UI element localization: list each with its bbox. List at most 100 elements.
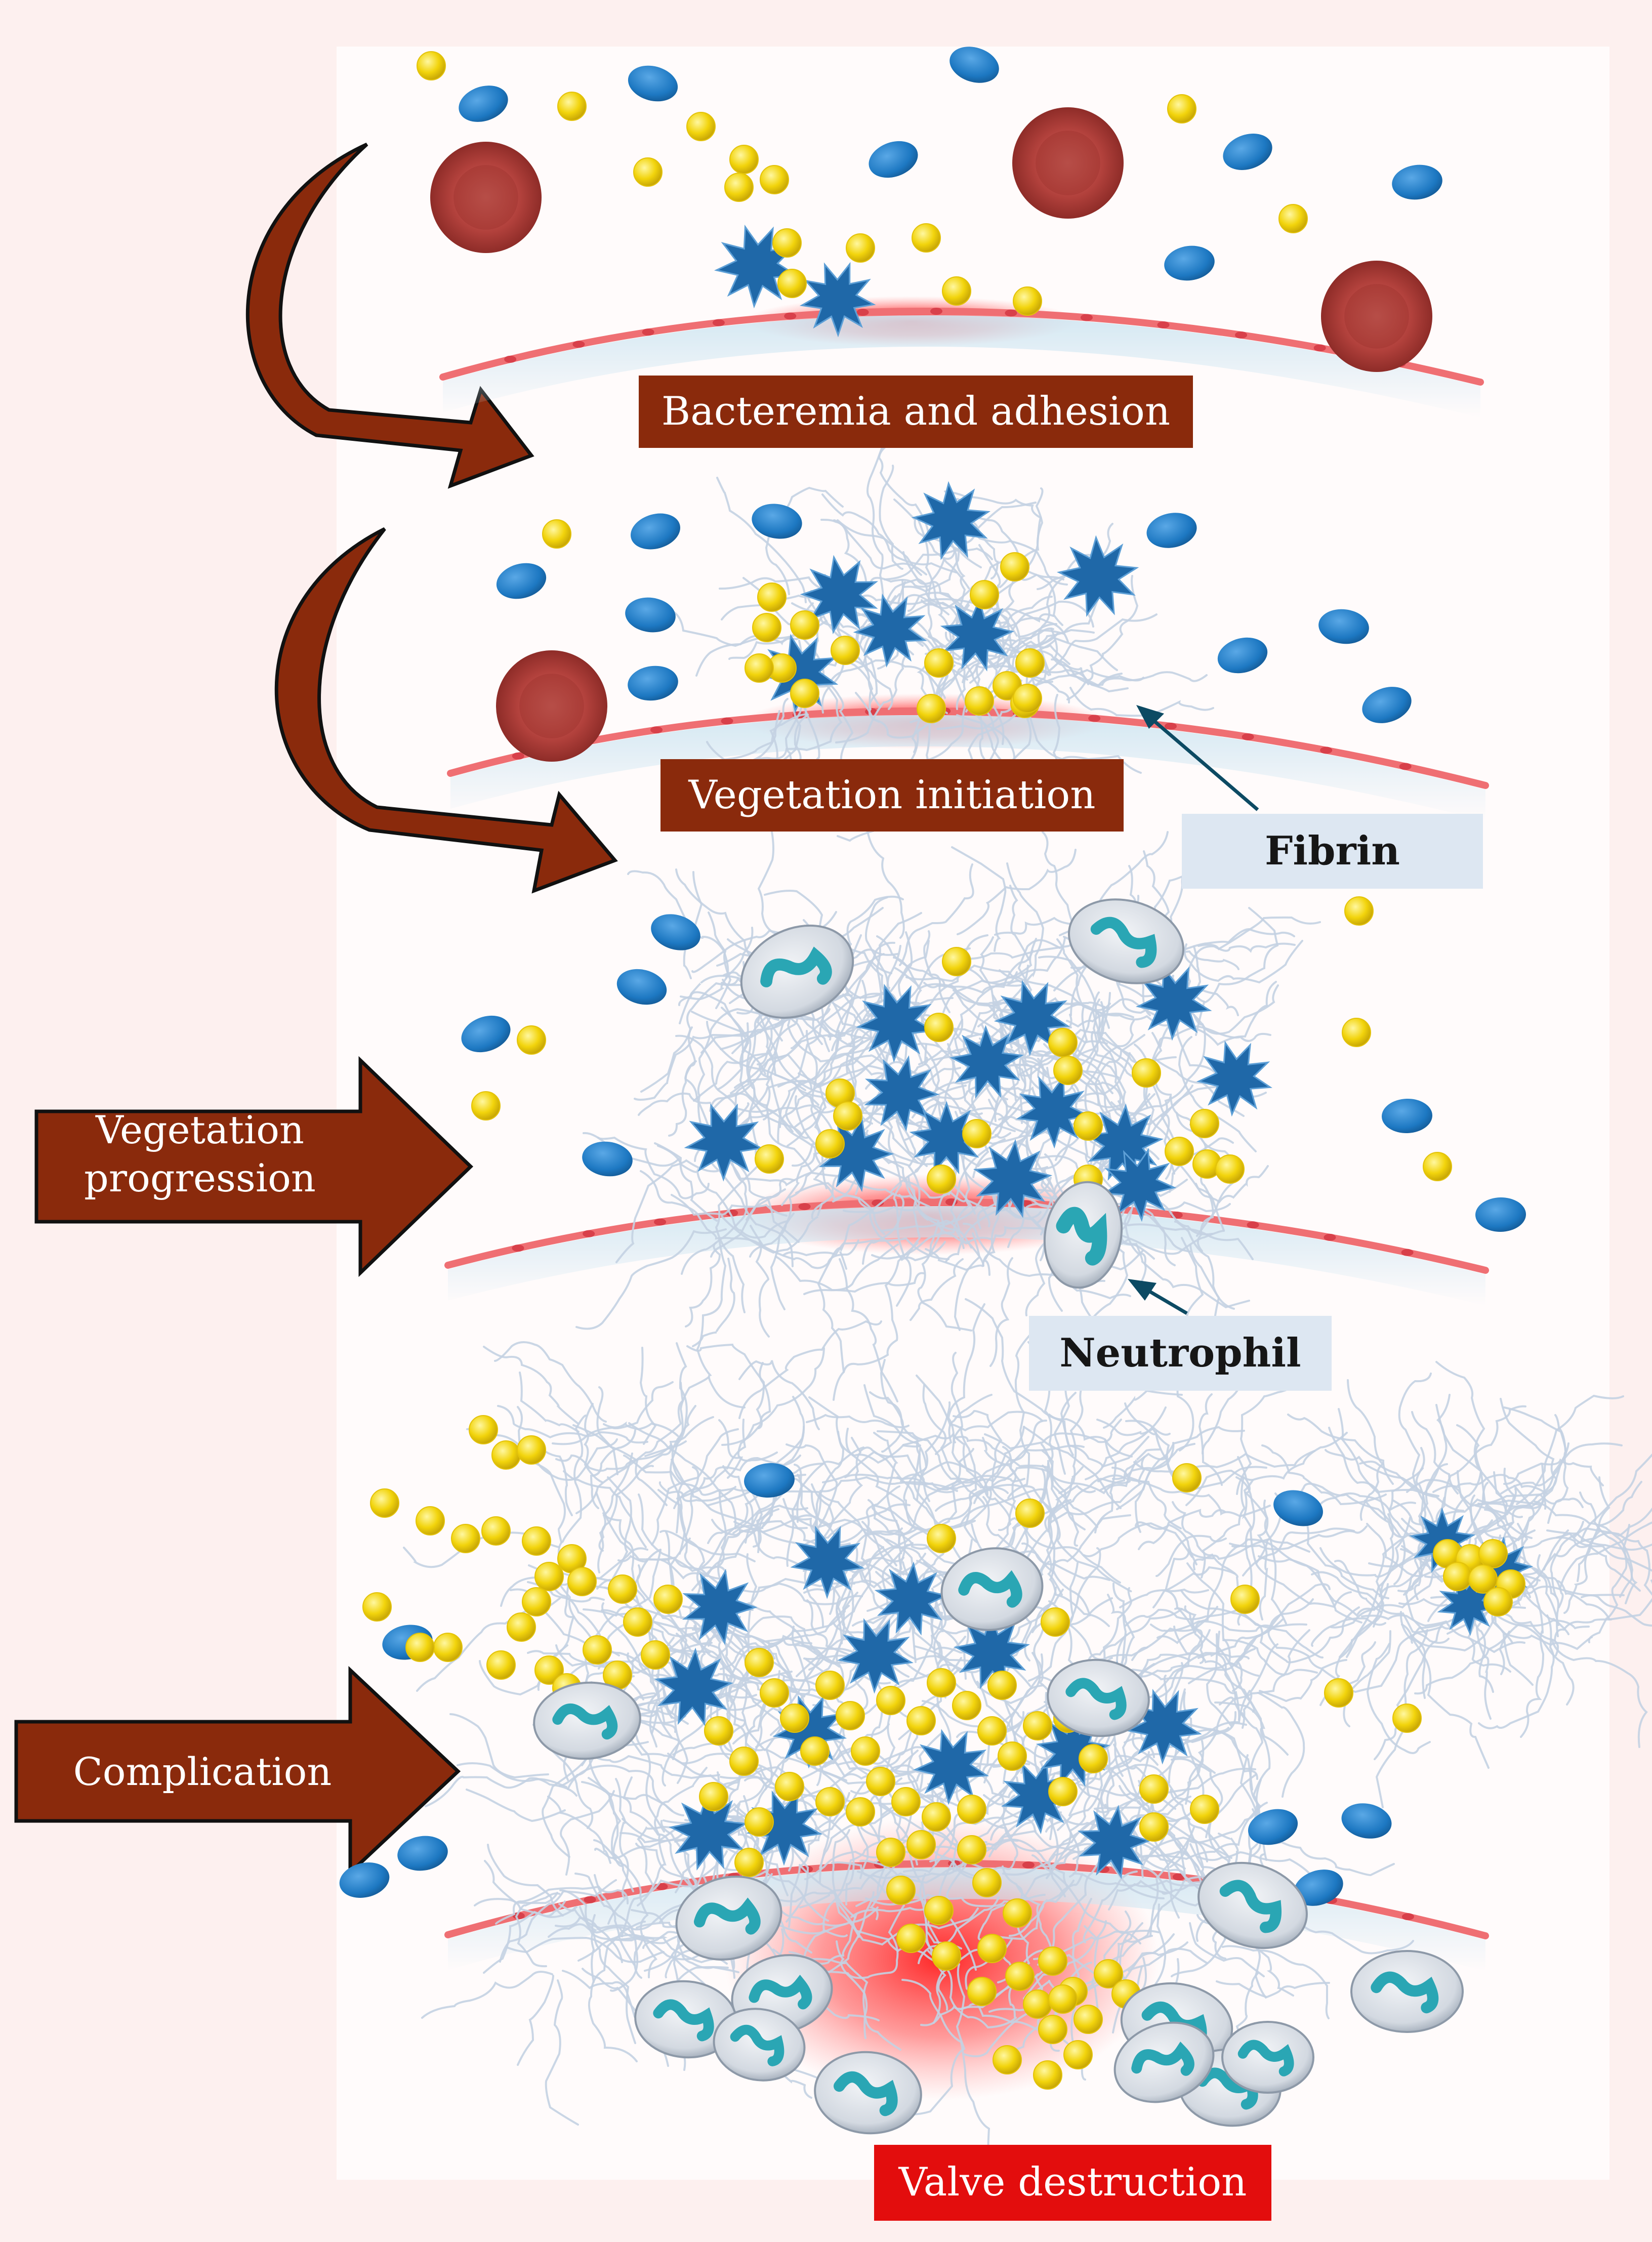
blue-platelet (625, 597, 676, 633)
yellow-platelet (471, 1091, 501, 1120)
yellow-platelet (517, 1025, 546, 1055)
yellow-platelet (1167, 94, 1196, 123)
yellow-platelet (507, 1612, 536, 1642)
neutrophil-nucleus (693, 1897, 761, 1935)
yellow-platelet (800, 1736, 830, 1766)
bacterium (1016, 1074, 1090, 1149)
tissue-3-subendothelium (448, 1206, 1485, 1306)
tissue-1-cell-nucleus (572, 341, 585, 348)
yellow-platelet (417, 51, 446, 80)
yellow-platelet (1165, 1137, 1194, 1166)
yellow-platelet (745, 1648, 774, 1677)
yellow-platelet (1172, 1463, 1202, 1492)
yellow-platelet (1344, 896, 1374, 926)
yellow-platelet (987, 1671, 1017, 1700)
yellow-platelet (686, 112, 716, 141)
yellow-platelet (433, 1633, 463, 1662)
yellow-platelet (1278, 204, 1308, 233)
tissue-3-cell-nucleus (654, 1218, 667, 1226)
neutrophil-nucleus (833, 2071, 898, 2116)
yellow-platelet (1033, 2060, 1062, 2090)
yellow-platelet (846, 1797, 875, 1826)
yellow-platelet (896, 1924, 926, 1953)
blue-platelet (397, 1836, 448, 1871)
blue-platelet (631, 513, 680, 550)
tissue-3-cell-nucleus (872, 1199, 884, 1207)
yellow-platelet (755, 1144, 784, 1174)
tissue-1-cell-nucleus (504, 355, 517, 363)
blue-platelet (1362, 687, 1412, 723)
bacterium (913, 1729, 989, 1805)
yellow-platelet (451, 1524, 480, 1553)
yellow-platelet (557, 92, 587, 121)
neutrophil (533, 1681, 641, 1760)
yellow-platelet (957, 1795, 986, 1824)
bacterium (911, 481, 991, 560)
yellow-platelet (1443, 1562, 1472, 1591)
blue-platelet (1146, 513, 1197, 548)
yellow-platelet (567, 1567, 597, 1596)
yellow-platelet (481, 1516, 511, 1546)
yellow-platelet (927, 1165, 956, 1194)
blue-platelet (616, 969, 667, 1005)
neutrophil (940, 1547, 1044, 1631)
bacterium (746, 1790, 823, 1866)
yellow-platelet (734, 1848, 764, 1877)
neutrophil-nucleus (552, 1703, 618, 1740)
yellow-platelet (1015, 1499, 1045, 1528)
bacterium (853, 593, 927, 668)
bacterium (669, 1792, 748, 1871)
neutrophil-nucleus (1131, 2041, 1194, 2076)
yellow-platelet (745, 653, 774, 683)
yellow-platelet (1048, 1984, 1078, 2014)
yellow-platelet (977, 1934, 1007, 1963)
tissue-2-cell-nucleus (650, 726, 663, 734)
stage-label-complication: Complication (73, 1749, 332, 1794)
yellow-platelet (927, 1668, 956, 1697)
neutrophil-nucleus (1237, 2040, 1294, 2077)
blue-platelet (1475, 1197, 1526, 1232)
neutrophil-nucleus (1371, 1971, 1439, 2014)
yellow-platelet (1423, 1152, 1452, 1181)
yellow-platelet (608, 1574, 637, 1604)
yellow-platelet (952, 1691, 981, 1720)
yellow-platelet (977, 1716, 1007, 1746)
blue-platelet (628, 666, 678, 701)
yellow-platelet (1324, 1678, 1353, 1708)
tissue-1-cell-nucleus (856, 309, 869, 316)
yellow-platelet (534, 1655, 564, 1685)
tissue-3-cell-nucleus (1324, 1233, 1336, 1241)
yellow-platelet (370, 1488, 399, 1518)
yellow-platelet (1132, 1058, 1161, 1088)
neutrophils (533, 898, 1464, 2135)
tissue-1-cell-nucleus (1080, 314, 1093, 321)
yellow-platelet (1038, 2015, 1067, 2044)
yellow-platelet (1215, 1154, 1245, 1184)
yellow-platelet (729, 145, 759, 174)
bacterium (1102, 1148, 1177, 1222)
blue-platelet (461, 1015, 511, 1053)
blue-platelet (1392, 164, 1442, 200)
tissue-1-cell-nucleus (1005, 309, 1017, 317)
yellow-platelet (780, 1704, 809, 1733)
tissue-4-cell-nucleus (1022, 1861, 1035, 1869)
yellow-platelet (1483, 1587, 1513, 1616)
yellow-platelet (641, 1640, 670, 1670)
blue-platelet (628, 65, 678, 102)
tissue-1-subendothelium (443, 315, 1480, 418)
yellow-platelet (416, 1506, 445, 1535)
bacterium (790, 1525, 865, 1599)
yellow-platelet (1478, 1539, 1508, 1568)
yellow-platelet (1230, 1585, 1260, 1614)
yellow-platelet (876, 1838, 905, 1867)
tissue-1-cell-nucleus (1313, 344, 1326, 352)
yellow-platelet (1023, 1989, 1052, 2019)
bacterium (1126, 1688, 1202, 1765)
tissue-3-cell-nucleus (1247, 1221, 1259, 1229)
yellow-platelet (1073, 2005, 1103, 2034)
outcome-valve-destruction: Valve destruction (874, 2145, 1271, 2221)
neutrophil (740, 924, 854, 1019)
yellow-platelet (757, 583, 787, 612)
neutrophil-pointer-line (1143, 1286, 1188, 1315)
